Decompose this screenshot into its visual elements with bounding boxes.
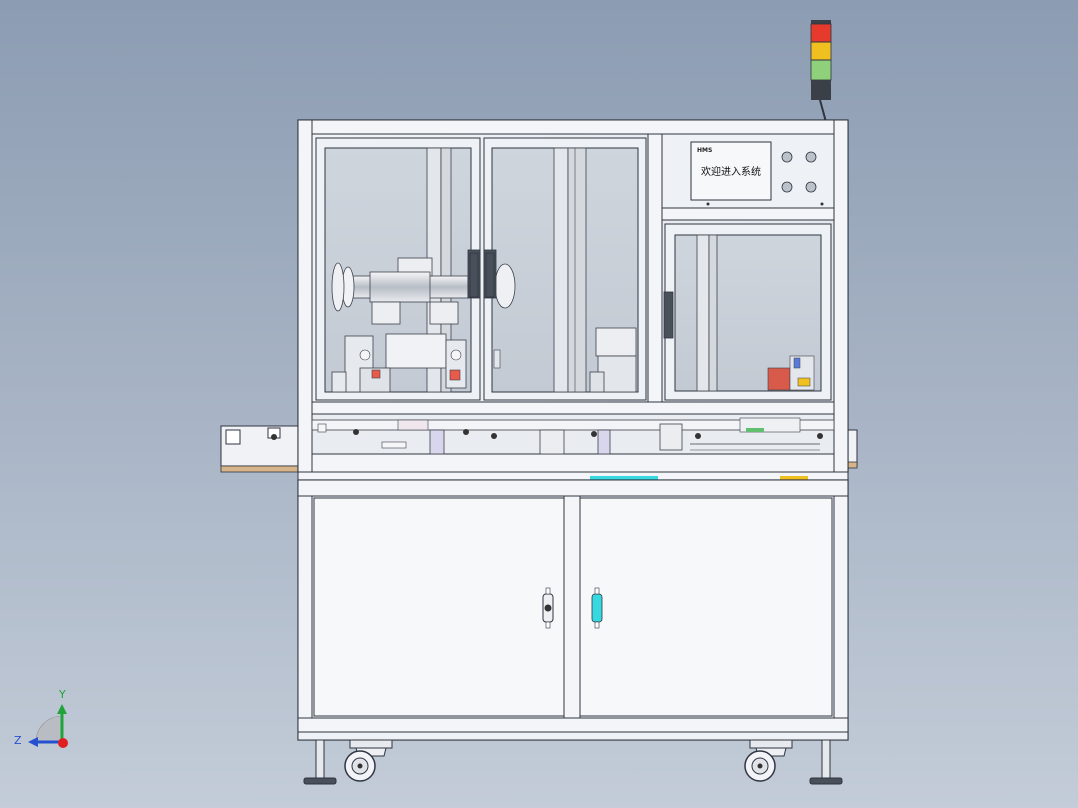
cabinet-handle-right-grip xyxy=(591,593,603,623)
triad-z-arrow xyxy=(28,737,38,747)
cyan-strip xyxy=(590,476,658,480)
triad-y-label: Y xyxy=(58,688,66,701)
panel-button-2[interactable] xyxy=(805,151,817,163)
caster-wheel-left xyxy=(344,739,393,782)
side-conveyor-left xyxy=(220,425,302,473)
leveling-foot-left xyxy=(303,739,337,785)
door-handle-left[interactable] xyxy=(469,252,479,298)
cabinet-door-left[interactable] xyxy=(313,497,565,717)
door-handle-middle[interactable] xyxy=(485,252,495,298)
panel-button-1[interactable] xyxy=(781,151,793,163)
stack-light-green xyxy=(810,59,832,81)
panel-button-4[interactable] xyxy=(805,181,817,193)
stack-light-yellow xyxy=(810,41,832,61)
door-handle-right[interactable] xyxy=(663,291,674,339)
caster-wheel-right xyxy=(744,739,793,782)
cabinet-handle-left[interactable] xyxy=(542,587,554,629)
middle-beam xyxy=(297,471,849,481)
hmi-welcome-text: 欢迎进入系统 xyxy=(701,165,761,178)
stack-light xyxy=(810,20,832,123)
cabinet-handle-right[interactable] xyxy=(591,587,603,629)
cabinet-door-right[interactable] xyxy=(579,497,833,717)
conveyor-rail xyxy=(311,413,835,455)
hmi-brand: HMS xyxy=(697,147,712,154)
wood-strip-left xyxy=(220,465,302,473)
panel-button-3[interactable] xyxy=(781,181,793,193)
triad-arc xyxy=(35,715,63,743)
stack-light-red xyxy=(810,23,832,43)
yellow-strip xyxy=(780,476,808,480)
control-panel: HMS 欢迎进入系统 xyxy=(661,133,835,221)
coordinate-triad: Y Z xyxy=(14,688,68,748)
triad-z-label: Z xyxy=(14,734,22,747)
glass-door-right xyxy=(664,223,832,401)
leveling-foot-right xyxy=(809,739,843,785)
hmi-screen[interactable] xyxy=(690,141,772,201)
triad-y-arrow xyxy=(57,704,67,714)
triad-origin xyxy=(58,738,68,748)
